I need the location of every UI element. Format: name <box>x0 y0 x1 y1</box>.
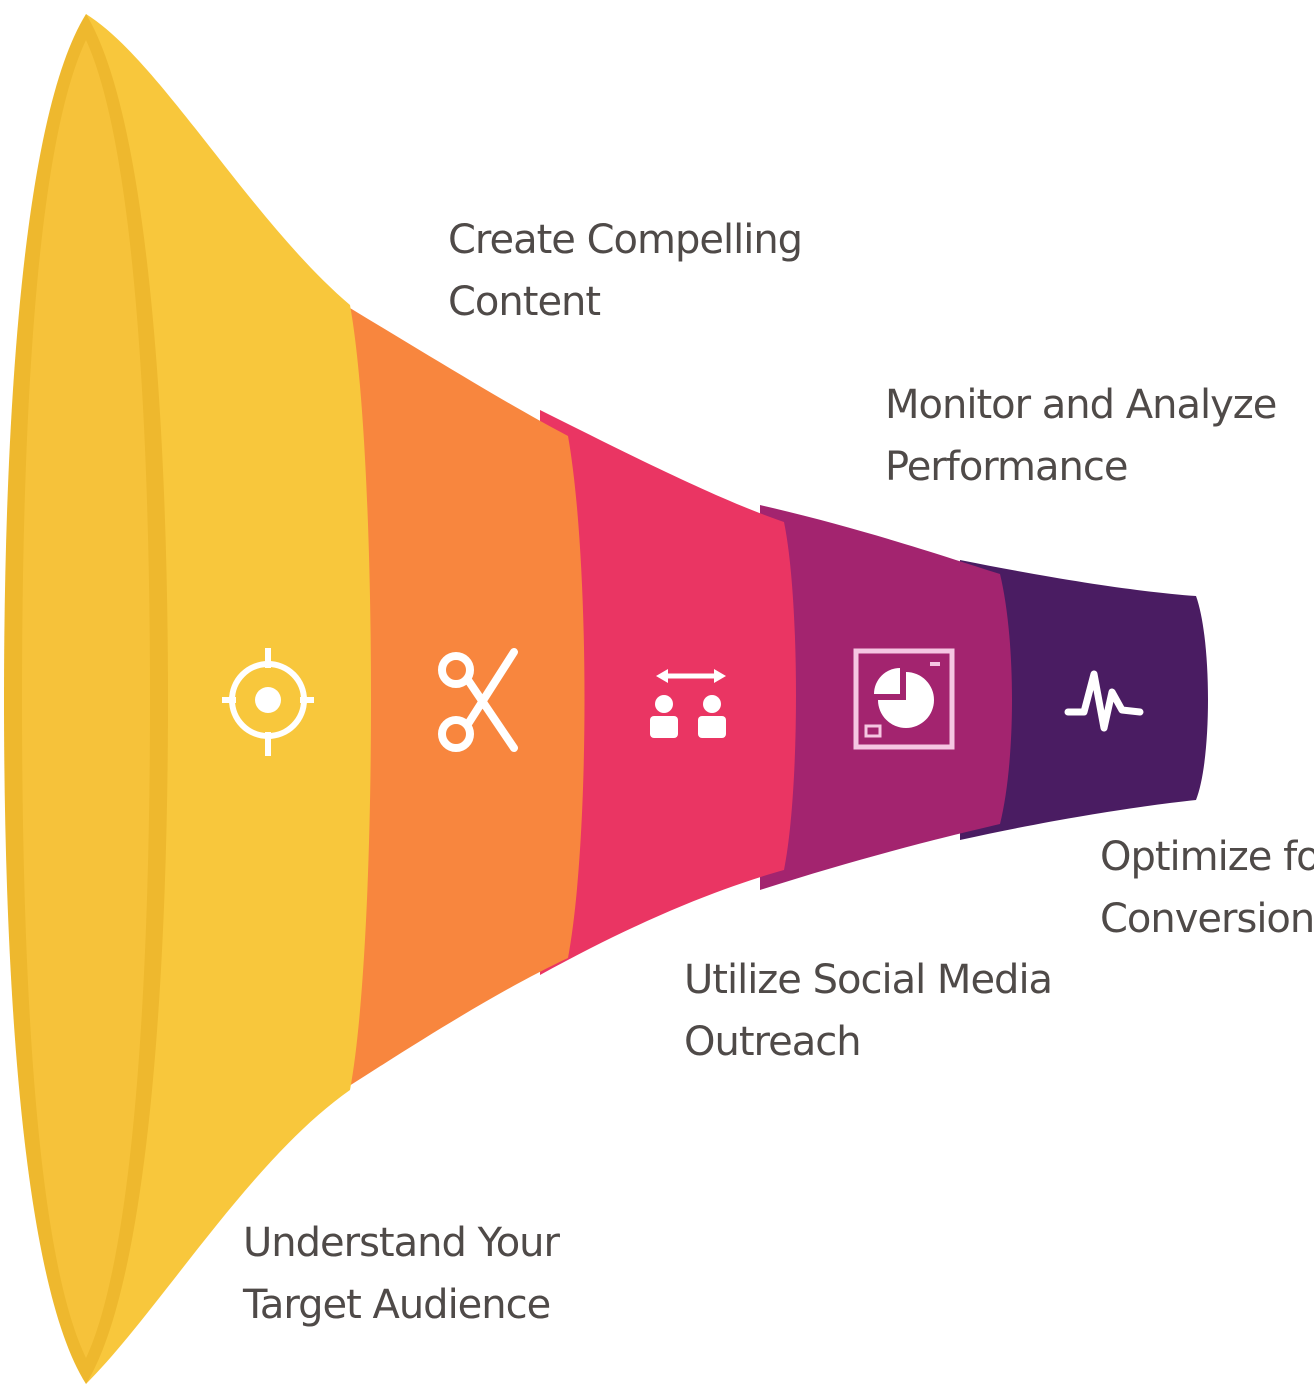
stage-label-create-content: Create Compelling Content <box>448 209 803 333</box>
scissors-icon <box>438 648 518 752</box>
stage-2-label-line-1: Create Compelling <box>448 217 803 263</box>
funnel-segment-3 <box>540 410 796 975</box>
target-icon <box>222 648 314 756</box>
funnel-mouth-inner <box>22 40 150 1358</box>
stage-1-label-line-1: Understand Your <box>243 1220 560 1266</box>
funnel-segment-2 <box>320 290 585 1105</box>
pie-chart-screen-icon <box>853 648 955 750</box>
stage-5-label-line-1: Optimize for <box>1100 834 1314 880</box>
stage-label-optimize-conversions: Optimize for Conversions <box>1100 826 1314 950</box>
stage-4-label-line-2: Performance <box>885 444 1128 490</box>
funnel-segment-4 <box>760 505 1012 890</box>
stage-2-label-line-2: Content <box>448 279 601 325</box>
stage-label-understand-audience: Understand Your Target Audience <box>243 1212 560 1336</box>
stage-label-social-media: Utilize Social Media Outreach <box>684 949 1053 1073</box>
pulse-icon <box>1064 670 1144 732</box>
stage-3-label-line-2: Outreach <box>684 1019 862 1065</box>
stage-4-label-line-1: Monitor and Analyze <box>885 382 1277 428</box>
stage-label-monitor-performance: Monitor and Analyze Performance <box>885 374 1277 498</box>
stage-3-label-line-1: Utilize Social Media <box>684 957 1053 1003</box>
connected-people-icon <box>650 669 726 738</box>
stage-5-label-line-2: Conversions <box>1100 896 1314 942</box>
stage-1-label-line-2: Target Audience <box>243 1282 551 1328</box>
